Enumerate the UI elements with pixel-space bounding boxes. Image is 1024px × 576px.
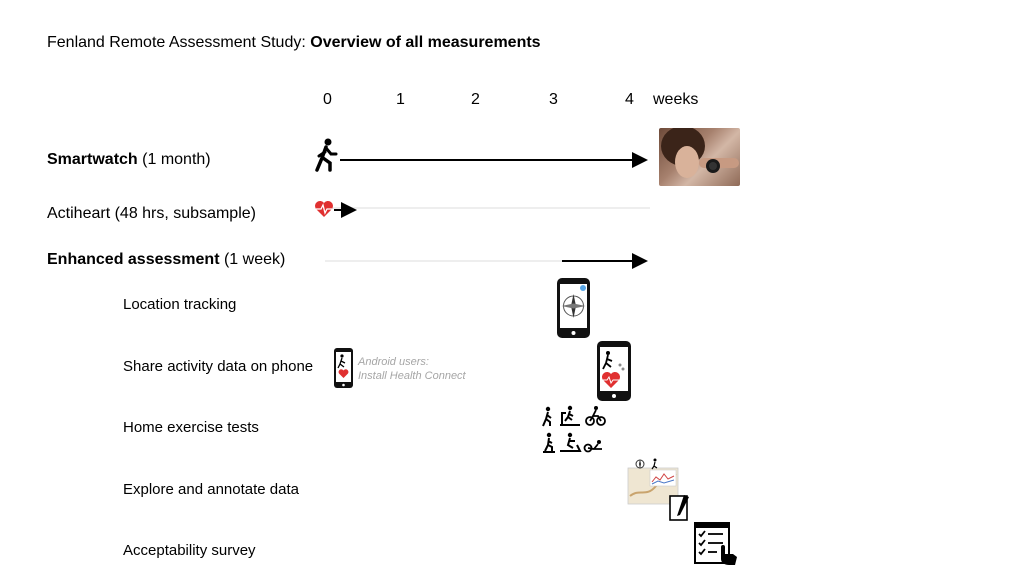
checklist-icon [694,522,737,565]
subitem-explore-annotate: Explore and annotate data [123,481,299,498]
phone-activity-icon [597,341,631,401]
row-enhanced: Enhanced assessment (1 week) [47,251,285,269]
tick-1: 1 [396,91,405,108]
tick-3: 3 [549,91,558,108]
subitem-share-activity: Share activity data on phone [123,358,314,375]
phone-activity-small-icon [334,348,353,388]
axis-unit: weeks [653,91,699,108]
row-actiheart: Actiheart (48 hrs, subsample) [47,205,256,222]
row-smartwatch-bold: Smartwatch [47,151,138,168]
title-prefix: Fenland Remote Assessment Study: [47,34,311,51]
row-enhanced-rest: (1 week) [219,251,286,268]
row-enhanced-bold: Enhanced assessment [47,251,220,268]
tick-2: 2 [471,91,480,108]
android-note-line2: Install Health Connect [358,370,466,382]
android-note-line1: Android users: [358,356,429,368]
heart-pulse-icon [315,201,333,217]
tick-4: 4 [625,91,634,108]
tick-0: 0 [323,91,332,108]
phone-compass-icon [557,278,590,338]
row-smartwatch: Smartwatch (1 month) [47,151,211,169]
subitem-location-tracking: Location tracking [123,296,237,313]
page-title: Fenland Remote Assessment Study: Overvie… [47,34,541,52]
notepad-pen-icon [669,495,689,521]
subitem-home-exercise: Home exercise tests [123,419,259,436]
exercise-icons [542,405,606,453]
title-bold: Overview of all measurements [310,34,541,51]
smartwatch-photo-art [661,128,739,178]
row-smartwatch-rest: (1 month) [137,151,211,168]
smartwatch-photo [659,128,740,186]
subitem-acceptability-survey: Acceptability survey [123,542,256,559]
android-note: Android users: Install Health Connect [358,355,466,383]
walking-person-icon [315,138,338,172]
